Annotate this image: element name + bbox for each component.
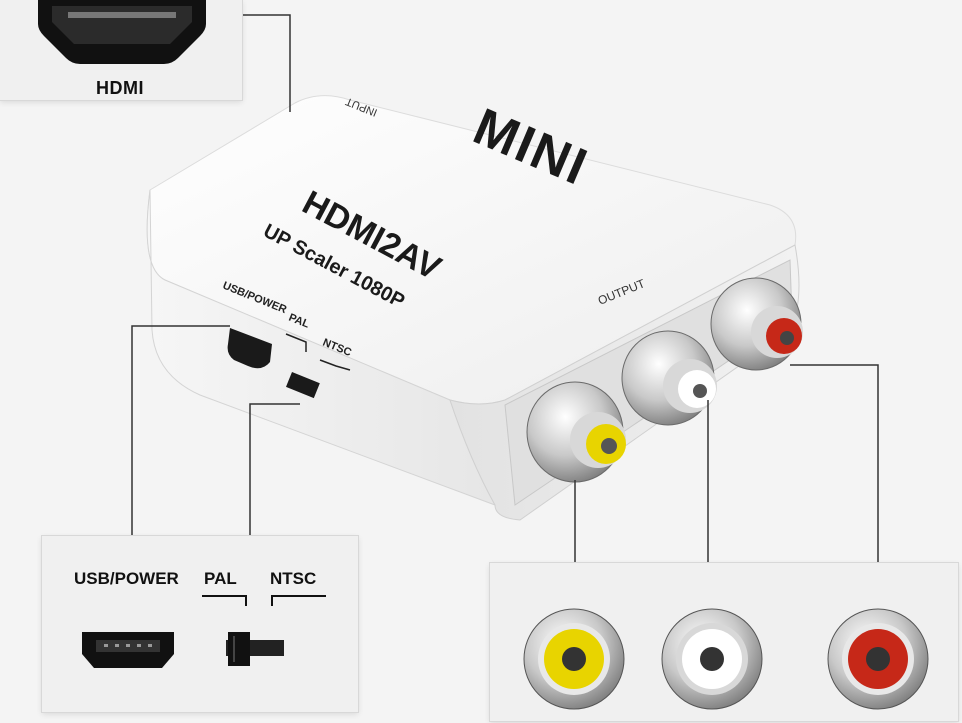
- mini-usb-port-icon: [82, 632, 174, 668]
- rca-white-jack: [621, 330, 717, 426]
- pal-ntsc-switch: [286, 372, 320, 399]
- rca-output-inset: [490, 563, 958, 721]
- pal-bracket: [285, 333, 307, 352]
- rca-yellow-jack: [526, 381, 626, 483]
- pal-bracket-icon: [202, 595, 247, 606]
- usb-port: [227, 328, 272, 369]
- rca-red-jack: [710, 277, 803, 371]
- ntsc-bracket-icon: [271, 595, 326, 606]
- rca-white-closeup: [661, 608, 763, 710]
- slide-switch-icon: [226, 632, 284, 666]
- hdmi-label: HDMI: [96, 78, 144, 98]
- ntsc-bracket: [319, 359, 351, 371]
- power-switch-inset: [42, 536, 358, 712]
- usb-power-label: USB/POWER: [74, 569, 179, 588]
- rca-jacks-icon: [523, 608, 929, 710]
- converter-box: [146, 95, 800, 521]
- hdmi-inset: [0, 0, 242, 100]
- hdmi-port-icon: [38, 0, 206, 64]
- rca-red-closeup: [827, 608, 929, 710]
- pal-label: PAL: [204, 569, 237, 588]
- ntsc-label: NTSC: [270, 569, 317, 588]
- rca-yellow-closeup: [523, 608, 625, 710]
